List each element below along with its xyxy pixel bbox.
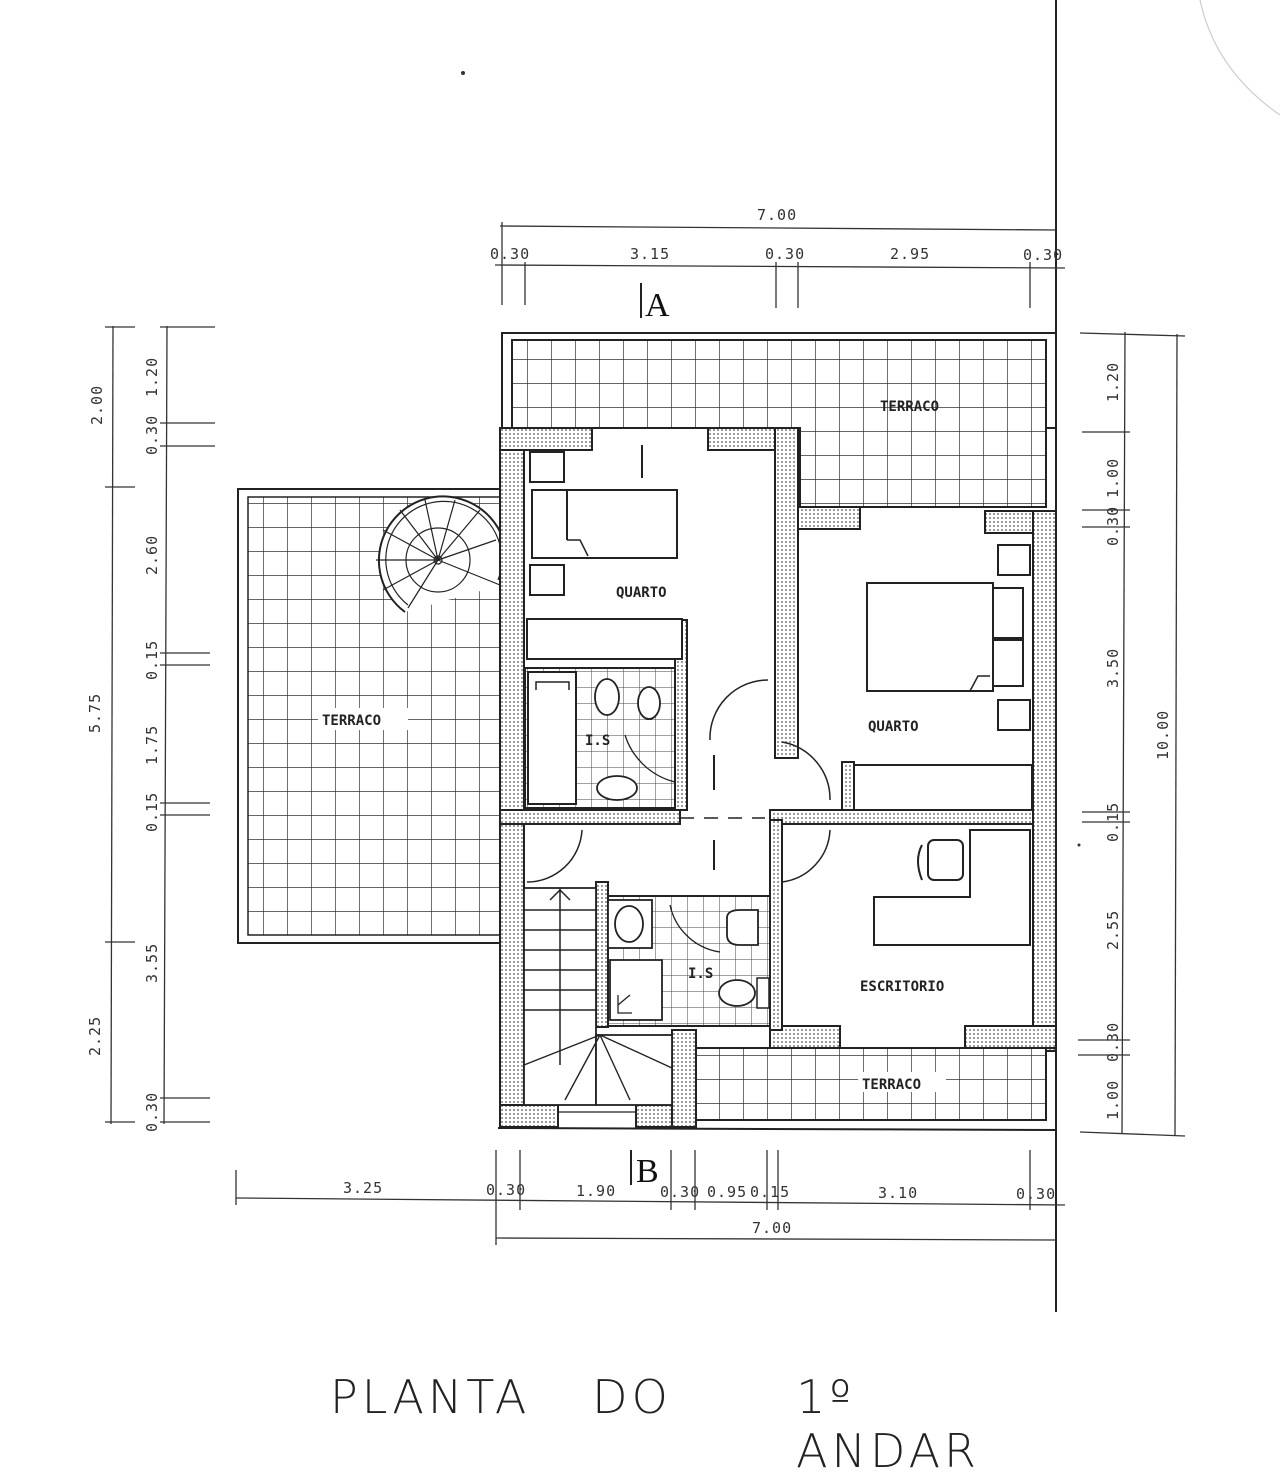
dim-right-inner-6: 0.30 xyxy=(1104,1022,1122,1062)
bathroom-2-fixtures xyxy=(607,899,770,1021)
left-dimension-lines xyxy=(105,325,215,1125)
dim-right-inner-4: 0.15 xyxy=(1104,802,1122,842)
dim-right-inner-7: 1.00 xyxy=(1104,1080,1122,1120)
dim-right-inner-1: 1.00 xyxy=(1104,458,1122,498)
room-label-terrace-bottom: TERRACO xyxy=(862,1077,921,1093)
dim-left-inner-3: 0.15 xyxy=(143,640,161,680)
hall-doors xyxy=(526,679,831,883)
dim-bottom-total: 7.00 xyxy=(752,1219,792,1237)
stamp-arc xyxy=(1199,0,1280,116)
dim-left-inner-6: 3.55 xyxy=(143,943,161,983)
top-dimension-lines xyxy=(494,222,1066,308)
dim-bottom-7: 0.30 xyxy=(1016,1185,1056,1203)
dim-top-total: 7.00 xyxy=(757,206,797,224)
dim-left-inner-4: 1.75 xyxy=(143,725,161,765)
bedroom-1 xyxy=(526,445,683,660)
dim-bottom-5: 0.15 xyxy=(750,1183,790,1201)
speck xyxy=(1077,843,1081,847)
dim-left-inner-0: 1.20 xyxy=(143,357,161,397)
drawing-title: PLANTA DO 1º ANDAR xyxy=(330,1370,1050,1478)
bedroom-2 xyxy=(853,544,1033,811)
dim-top-3: 2.95 xyxy=(890,245,930,263)
dim-left-inner-5: 0.15 xyxy=(143,792,161,832)
dim-right-inner-5: 2.55 xyxy=(1104,910,1122,950)
title-word-do: DO xyxy=(592,1370,672,1424)
dim-left-outer-1: 5.75 xyxy=(86,693,104,733)
dim-top-2: 0.30 xyxy=(765,245,805,263)
dim-right-inner-0: 1.20 xyxy=(1104,362,1122,402)
room-label-office: ESCRITORIO xyxy=(860,979,944,995)
dim-left-outer-0: 2.00 xyxy=(88,385,106,425)
dim-right-inner-3: 3.50 xyxy=(1104,648,1122,688)
bathroom-1-fixtures xyxy=(527,671,676,805)
right-dimension-lines xyxy=(1078,331,1186,1137)
dim-left-inner-2: 2.60 xyxy=(143,535,161,575)
section-mark-a: A xyxy=(645,287,670,324)
section-mark-b: B xyxy=(636,1153,659,1190)
dim-right-inner-2: 0.30 xyxy=(1104,506,1122,546)
room-label-terrace-left: TERRACO xyxy=(322,713,381,729)
room-label-bedroom-1: QUARTO xyxy=(616,585,667,601)
speck xyxy=(461,71,465,75)
room-label-bathroom-2: I.S xyxy=(688,966,713,982)
dim-bottom-4: 0.95 xyxy=(707,1183,747,1201)
dim-top-0: 0.30 xyxy=(490,245,530,263)
terrace-left-label-bg xyxy=(318,708,408,730)
dim-right-total: 10.00 xyxy=(1154,710,1172,760)
dim-bottom-1: 0.30 xyxy=(486,1181,526,1199)
dim-bottom-3: 0.30 xyxy=(660,1183,700,1201)
dim-top-4: 0.30 xyxy=(1023,246,1063,264)
office xyxy=(873,829,1031,946)
room-label-bedroom-2: QUARTO xyxy=(868,719,919,735)
bottom-outline xyxy=(497,1127,1057,1131)
dim-left-outer-2: 2.25 xyxy=(86,1016,104,1056)
room-label-bathroom-1: I.S xyxy=(585,733,610,749)
dim-bottom-6: 3.10 xyxy=(878,1184,918,1202)
dim-top-1: 3.15 xyxy=(630,245,670,263)
dim-bottom-2: 1.90 xyxy=(576,1182,616,1200)
staircase xyxy=(523,887,673,1113)
dim-left-inner-1: 0.30 xyxy=(143,415,161,455)
room-label-terrace-top: TERRACO xyxy=(880,399,939,415)
title-word-floor: 1º ANDAR xyxy=(796,1370,981,1478)
title-word-planta: PLANTA xyxy=(330,1370,531,1424)
bottom-dimension-lines xyxy=(235,1150,1066,1245)
dim-left-inner-7: 0.30 xyxy=(143,1092,161,1132)
terrace-bottom-label-bg xyxy=(858,1072,946,1092)
dim-bottom-0: 3.25 xyxy=(343,1179,383,1197)
